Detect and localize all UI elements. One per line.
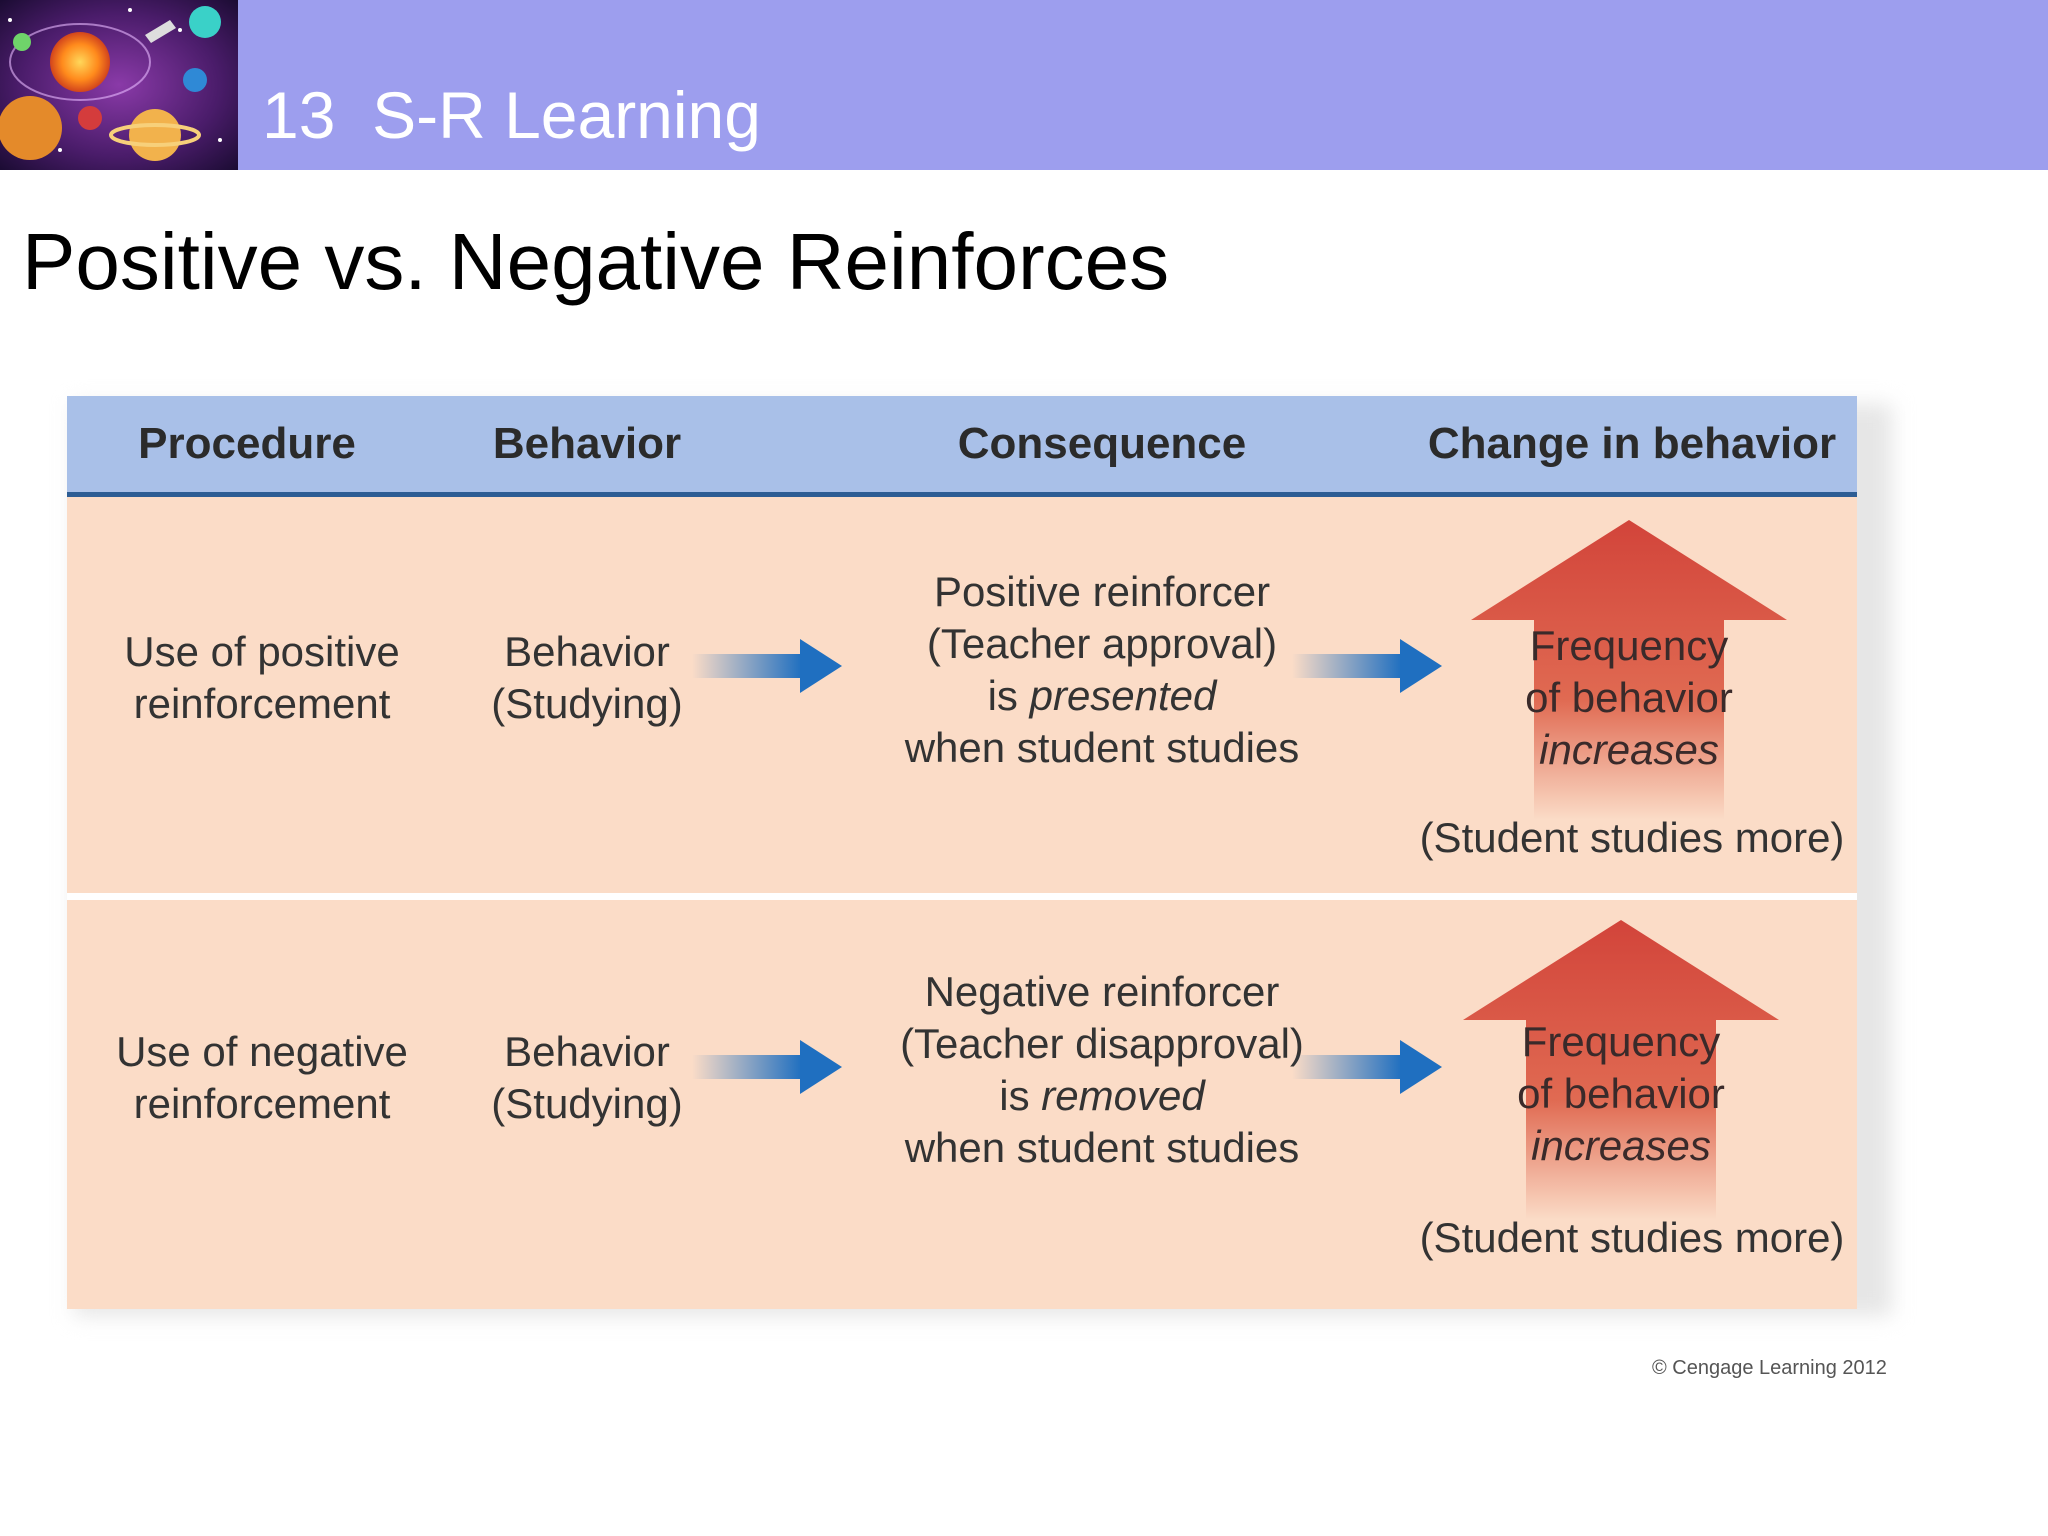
behavior-line: Behavior (504, 1028, 670, 1075)
behavior-line: Behavior (504, 628, 670, 675)
up-arrow-icon (1471, 520, 1787, 820)
procedure-line: reinforcement (133, 680, 391, 727)
consequence-line: when student studies (904, 1124, 1300, 1171)
consequence-prefix: is (987, 672, 1030, 719)
behavior-line: (Studying) (491, 680, 683, 727)
change-line: Frequency (1529, 622, 1729, 669)
consequence-line: Negative reinforcer (924, 968, 1280, 1015)
row-divider (67, 893, 1857, 900)
column-header-behavior: Behavior (492, 419, 682, 468)
header-bar (0, 0, 2048, 170)
column-header-change: Change in behavior (1427, 419, 1837, 468)
consequence-line: is presented (857, 670, 1347, 722)
change-line: of behavior (1525, 674, 1733, 721)
change-line: Frequency (1521, 1018, 1721, 1065)
right-arrow-icon (692, 639, 842, 693)
consequence-emphasis: presented (1029, 672, 1217, 719)
consequence-line: when student studies (904, 724, 1300, 771)
consequence-line: (Teacher approval) (926, 620, 1278, 667)
consequence-cell: Positive reinforcer (Teacher approval) i… (857, 566, 1347, 774)
behavior-cell: Behavior (Studying) (472, 626, 702, 730)
table-header: Procedure Behavior Consequence Change in… (67, 396, 1857, 497)
reinforcement-table: Procedure Behavior Consequence Change in… (67, 396, 1857, 1309)
right-arrow-icon (1292, 639, 1442, 693)
copyright-text: © Cengage Learning 2012 (1652, 1357, 1887, 1379)
column-header-procedure: Procedure (138, 419, 356, 468)
consequence-cell: Negative reinforcer (Teacher disapproval… (857, 966, 1347, 1174)
right-arrow-icon (1292, 1040, 1442, 1094)
change-text: Frequency of behavior increases (1461, 1016, 1781, 1172)
procedure-line: reinforcement (133, 1080, 391, 1127)
change-emphasis: increases (1539, 726, 1719, 773)
consequence-line: (Teacher disapproval) (900, 1020, 1304, 1067)
section-title: 13 S-R Learning (262, 78, 761, 152)
consequence-emphasis: removed (1041, 1072, 1205, 1119)
procedure-line: Use of negative (116, 1028, 408, 1075)
change-text: Frequency of behavior increases (1469, 620, 1789, 776)
column-header-consequence: Consequence (957, 419, 1247, 468)
change-note: (Student studies more) (1419, 814, 1845, 861)
behavior-line: (Studying) (491, 1080, 683, 1127)
change-line: of behavior (1517, 1070, 1725, 1117)
slide-title: Positive vs. Negative Reinforces (22, 217, 1170, 306)
change-note: (Student studies more) (1419, 1214, 1845, 1261)
consequence-prefix: is (999, 1072, 1042, 1119)
change-emphasis: increases (1531, 1122, 1711, 1169)
behavior-cell: Behavior (Studying) (472, 1026, 702, 1130)
procedure-cell: Use of positive reinforcement (102, 626, 422, 730)
up-arrow-icon (1463, 920, 1779, 1220)
consequence-line: is removed (857, 1070, 1347, 1122)
procedure-line: Use of positive (124, 628, 400, 675)
procedure-cell: Use of negative reinforcement (92, 1026, 432, 1130)
consequence-line: Positive reinforcer (933, 568, 1271, 615)
right-arrow-icon (692, 1040, 842, 1094)
solar-system-image (0, 0, 238, 170)
